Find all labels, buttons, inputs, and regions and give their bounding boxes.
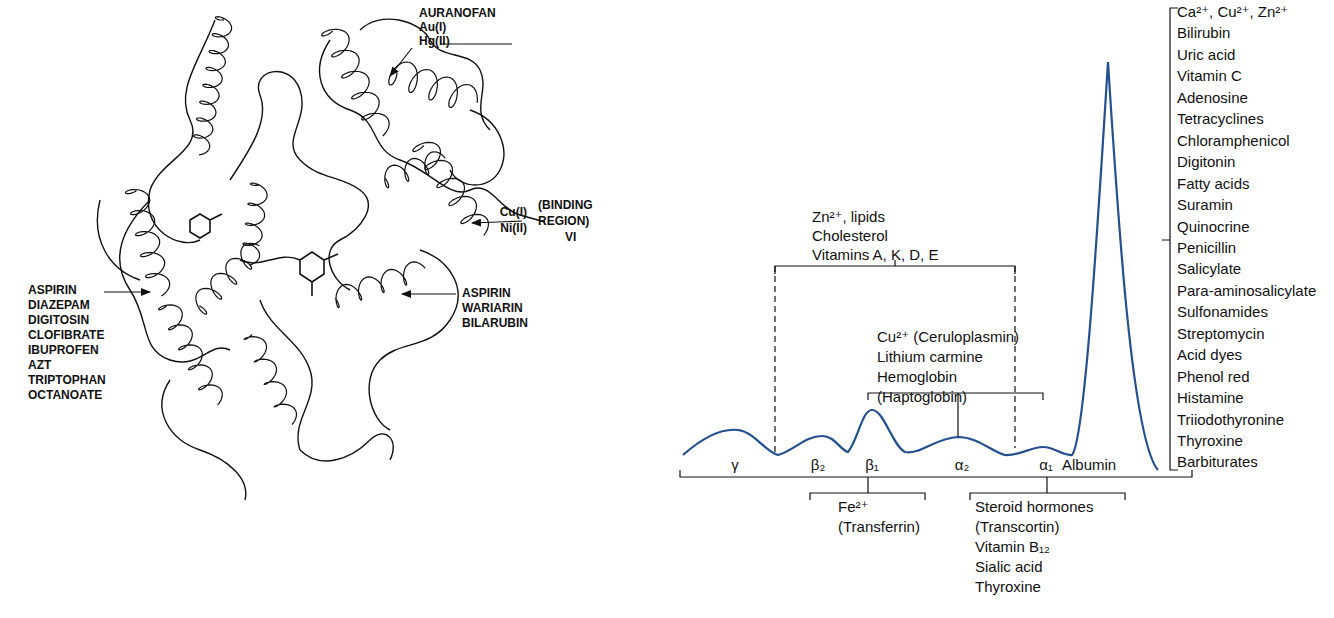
binding-label: Barbiturates [1177,453,1258,471]
binding-label: Cu²⁺ (Ceruloplasmin) [877,328,1019,346]
binding-label: Bilirubin [1177,24,1230,42]
ligand-label: WARIARIN [462,301,523,315]
ligand-label: Ni(II) [500,221,527,235]
protein-ribbon [97,17,545,500]
binding-label: Chloramphenicol [1177,132,1290,150]
ligand-sticks [190,214,338,296]
binding-label: Penicillin [1177,239,1236,257]
binding-label: Sialic acid [975,558,1043,576]
binding-label: Sulfonamides [1177,303,1268,321]
fraction-name: Albumin [1062,456,1116,474]
ligand-label: DIAZEPAM [28,298,90,312]
binding-label: Salicylate [1177,260,1241,278]
ligand-label: VI [565,230,576,244]
binding-label: Fe²⁺ [838,498,868,516]
binding-label: Vitamin B₁₂ [975,538,1050,556]
binding-label: Streptomycin [1177,325,1265,343]
fraction-name: β₁ [865,456,879,474]
helix-coil [126,190,170,296]
helix-coil [196,243,259,314]
binding-label: (Transferrin) [838,518,920,536]
brackets [680,8,1192,500]
ligand-label: Cu(I) [500,205,527,219]
binding-label: Vitamin C [1177,67,1242,85]
binding-label: Quinocrine [1177,218,1250,236]
ligand-label: CLOFIBRATE [28,328,104,342]
binding-label: Steroid hormones [975,498,1093,516]
binding-label: Adenosine [1177,89,1248,107]
binding-label: Acid dyes [1177,346,1242,364]
helix-coil [385,152,445,188]
binding-label: Uric acid [1177,46,1235,64]
binding-label: Fatty acids [1177,175,1250,193]
binding-label: Tetracyclines [1177,110,1264,128]
binding-label: Zn²⁺, lipids [812,208,885,226]
binding-label: (Transcortin) [975,518,1059,536]
ligand-label: AZT [28,358,51,372]
binding-label: Suramin [1177,196,1233,214]
fraction-name: β₂ [811,456,825,474]
helix-coil [322,29,389,136]
ligand-label: ASPIRIN [462,286,511,300]
ligand-label: OCTANOATE [28,388,102,402]
fraction-name: γ [731,456,739,474]
binding-label: Cholesterol [812,227,888,245]
binding-label: Vitamins A, K, D, E [812,246,938,264]
helix-coil [413,142,489,235]
binding-label: Para-aminosalicylate [1177,282,1316,300]
helix-coil [244,335,296,425]
ligand-label: DIGITOSIN [28,313,89,327]
binding-label: Triiodothyronine [1177,411,1284,429]
binding-label: Phenol red [1177,368,1250,386]
binding-label: Thyroxine [975,578,1041,596]
ligand-label: REGION) [538,214,589,228]
ligand-label: AURANOFAN [419,6,496,20]
helix-coil [194,17,232,155]
leader-lines [104,44,522,294]
binding-label: Histamine [1177,389,1244,407]
binding-label: Hemoglobin [877,368,957,386]
helix-coil [243,183,267,265]
ligand-label: TRIPTOPHAN [28,373,106,387]
binding-label: Digitonin [1177,153,1235,171]
binding-label: Thyroxine [1177,432,1243,450]
fraction-name: α₁ [1039,456,1053,474]
ligand-label: (BINDING [538,198,593,212]
ligand-label: Au(I) [419,20,446,34]
helix-coil [335,262,425,308]
binding-label: Lithium carmine [877,348,983,366]
binding-label: (Haptoglobin) [877,388,967,406]
ligand-label: ASPIRIN [28,283,77,297]
ligand-label: BILARUBIN [462,316,528,330]
helix-coil [159,305,223,405]
protein-curve [683,62,1158,470]
helix-coil [389,62,478,108]
binding-label: Ca²⁺, Cu²⁺, Zn²⁺ [1177,3,1288,21]
ligand-label: Hg(II) [419,34,450,48]
fraction-name: α₂ [955,456,970,474]
ligand-label: IBUPROFEN [28,343,99,357]
